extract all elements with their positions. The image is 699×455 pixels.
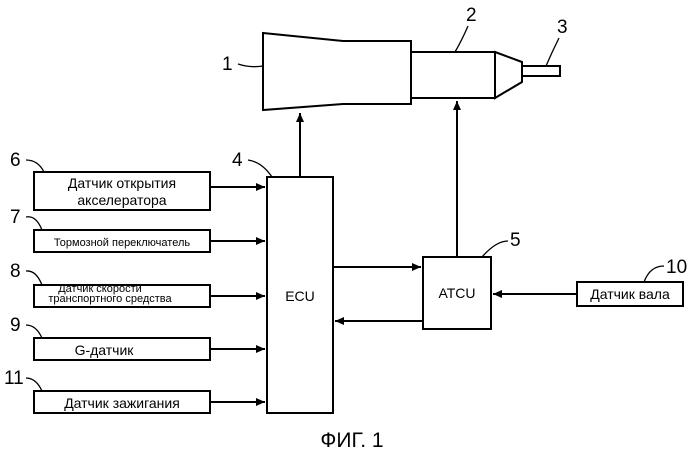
sensor-accelerator: Датчик открытия акселератора	[34, 172, 210, 210]
leader-3	[546, 38, 559, 66]
ref-number-6: 6	[10, 150, 21, 171]
ref-number-8: 8	[10, 261, 21, 282]
sensor-vehicle-speed: Датчик скорости транспортного средства	[34, 283, 210, 307]
output-taper	[495, 52, 522, 98]
transmission-block	[411, 52, 495, 98]
engine-block	[263, 33, 411, 110]
output-shaft	[522, 66, 560, 76]
sensor-accelerator-label-line2: акселератора	[77, 192, 166, 208]
ref-number-7: 7	[10, 207, 21, 228]
leader-5	[482, 241, 508, 257]
ref-number-1: 1	[222, 54, 233, 75]
sensor-shaft: Датчик вала	[577, 282, 683, 306]
figure-caption: ФИГ. 1	[320, 429, 383, 452]
leader-8	[26, 271, 42, 285]
leader-6	[26, 160, 44, 172]
sensor-ignition-label: Датчик зажигания	[64, 395, 180, 411]
sensor-shaft-label: Датчик вала	[590, 286, 670, 302]
ref-number-3: 3	[557, 17, 568, 38]
sensor-ignition: Датчик зажигания	[34, 391, 210, 413]
ref-number-10: 10	[666, 257, 687, 278]
leader-11	[26, 378, 42, 391]
leader-1	[238, 64, 263, 67]
ecu-label: ECU	[285, 288, 315, 304]
ref-number-2: 2	[466, 5, 477, 26]
ref-number-11: 11	[4, 368, 24, 389]
leader-10	[644, 266, 664, 282]
ref-number-9: 9	[10, 315, 21, 336]
leader-7	[26, 217, 42, 230]
ref-number-4: 4	[232, 150, 243, 171]
leader-9	[26, 325, 42, 338]
sensor-brake-switch-label: Тормозной переключатель	[54, 237, 190, 249]
sensor-g: G-датчик	[34, 338, 210, 360]
sensor-vehicle-speed-label-line2: транспортного средства	[48, 293, 172, 305]
sensor-accelerator-label-line1: Датчик открытия	[68, 175, 176, 191]
leader-4	[248, 160, 272, 177]
atcu-label: ATCU	[438, 285, 475, 301]
sensor-brake-switch: Тормозной переключатель	[34, 230, 210, 252]
ref-number-5: 5	[510, 230, 521, 251]
sensor-g-label: G-датчик	[75, 342, 135, 358]
leader-2	[455, 26, 468, 52]
engine-transmission-assembly	[263, 33, 560, 110]
